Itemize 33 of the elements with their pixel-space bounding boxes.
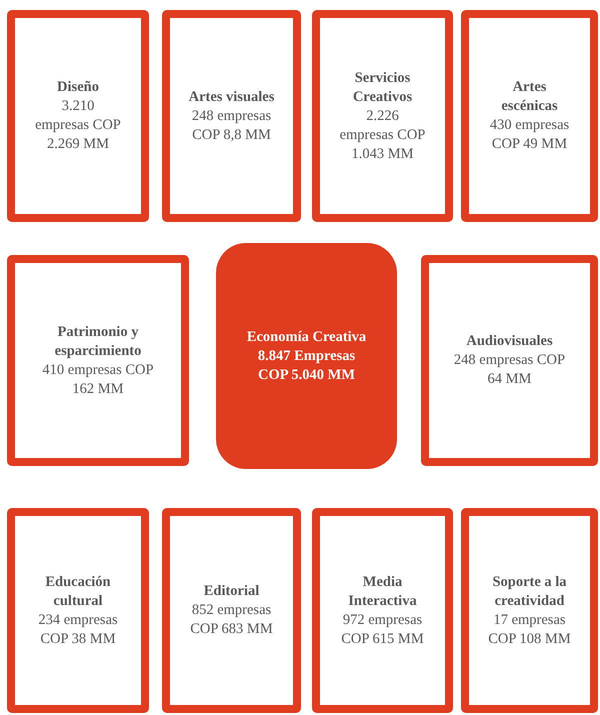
category-stats: 410 empresas COP 162 MM [41, 360, 155, 398]
category-title: Artes escénicas [500, 78, 559, 116]
central-card [216, 243, 397, 469]
category-card [7, 10, 149, 222]
category-stats: 248 empresas COP 8,8 MM [190, 106, 272, 144]
category-title: Servicios Creativos [352, 68, 414, 106]
category-title: Patrimonio y esparcimiento [54, 322, 142, 360]
category-card [162, 10, 301, 222]
category-card [312, 10, 453, 222]
category-card [461, 10, 598, 222]
category-title: Artes visuales [188, 88, 274, 106]
category-stats: 972 empresas COP 615 MM [340, 610, 425, 648]
category-title: Soporte a la creatividad [491, 572, 568, 610]
category-stats: 430 empresas COP 49 MM [488, 116, 570, 154]
category-card [7, 508, 149, 713]
category-stats: 8.847 Empresas COP 5.040 MM [256, 346, 356, 384]
category-stats: 2.226 empresas COP 1.043 MM [340, 106, 426, 164]
category-title: Diseño [57, 78, 99, 97]
category-stats: 248 empresas COP 64 MM [452, 351, 566, 389]
category-title: Media Interactiva [347, 572, 418, 610]
category-stats: 234 empresas COP 38 MM [37, 610, 119, 648]
category-title: Economía Creativa [246, 328, 366, 346]
category-card [312, 508, 453, 713]
category-stats: 17 empresas COP 108 MM [487, 610, 572, 648]
category-stats: 852 empresas COP 683 MM [189, 601, 274, 639]
category-title: Editorial [204, 582, 260, 601]
category-title: Audiovisuales [466, 332, 553, 351]
category-card [162, 508, 301, 713]
category-title: Educación cultural [44, 572, 112, 610]
category-card [7, 255, 189, 466]
category-card [461, 508, 598, 713]
category-card [421, 255, 598, 466]
category-stats: 3.210 empresas COP 2.269 MM [35, 97, 121, 154]
